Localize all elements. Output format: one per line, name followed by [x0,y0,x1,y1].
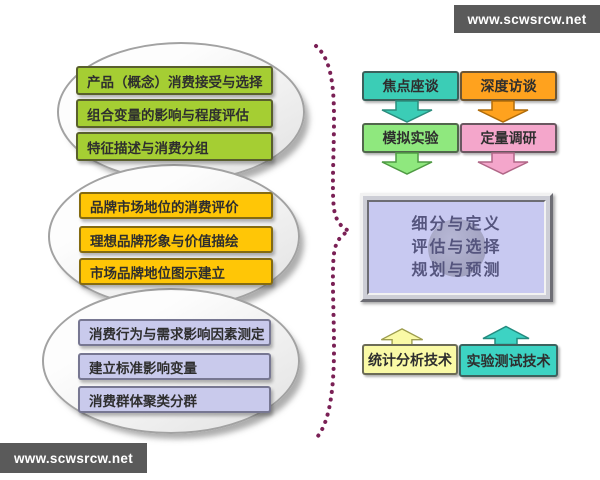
watermark-stamp [427,218,486,277]
watermark-text: www.scwsrcw.net [13,450,134,466]
technique-box-statistical: 统计分析技术 [362,344,458,375]
curly-brace-icon [300,40,364,444]
stage3-item-3: 消费群体聚类分群 [78,386,271,413]
method-box-depth-interview: 深度访谈 [460,71,557,101]
method-box-simulation: 模拟实验 [362,123,459,153]
up-arrow-icon [481,325,531,346]
stage1-item-3: 特征描述与消费分组 [76,132,273,161]
watermark-text: www.scwsrcw.net [467,11,587,27]
stage3-item-2: 建立标准影响变量 [78,353,271,380]
down-arrow-icon [380,100,434,123]
core-line-2: 评估与选择 [411,238,502,256]
down-arrow-icon [476,100,530,123]
technique-box-experimental: 实验测试技术 [459,344,558,377]
core-process-box-inner: 细分与定义 评估与选择 规划与预测 [367,200,546,295]
core-line-1: 细分与定义 [411,215,502,233]
stage2-item-2: 理想品牌形象与价值描绘 [79,226,273,253]
stage1-item-1: 产品（概念）消费接受与选择 [76,66,273,95]
stage1-item-2: 组合变量的影响与程度评估 [76,99,273,128]
stage2-item-1: 品牌市场地位的消费评价 [79,192,273,219]
stage3-item-1: 消费行为与需求影响因素测定 [78,319,271,346]
stage2-item-3: 市场品牌地位图示建立 [79,258,273,285]
method-box-quantitative: 定量调研 [460,123,557,153]
down-arrow-icon [380,152,434,175]
watermark-top-right: www.scwsrcw.net [454,5,600,33]
watermark-bottom-left: www.scwsrcw.net [0,443,147,473]
core-line-3: 规划与预测 [411,262,502,280]
core-process-box: 细分与定义 评估与选择 规划与预测 [360,193,553,302]
method-box-focus-group: 焦点座谈 [362,71,459,101]
down-arrow-icon [476,152,530,175]
